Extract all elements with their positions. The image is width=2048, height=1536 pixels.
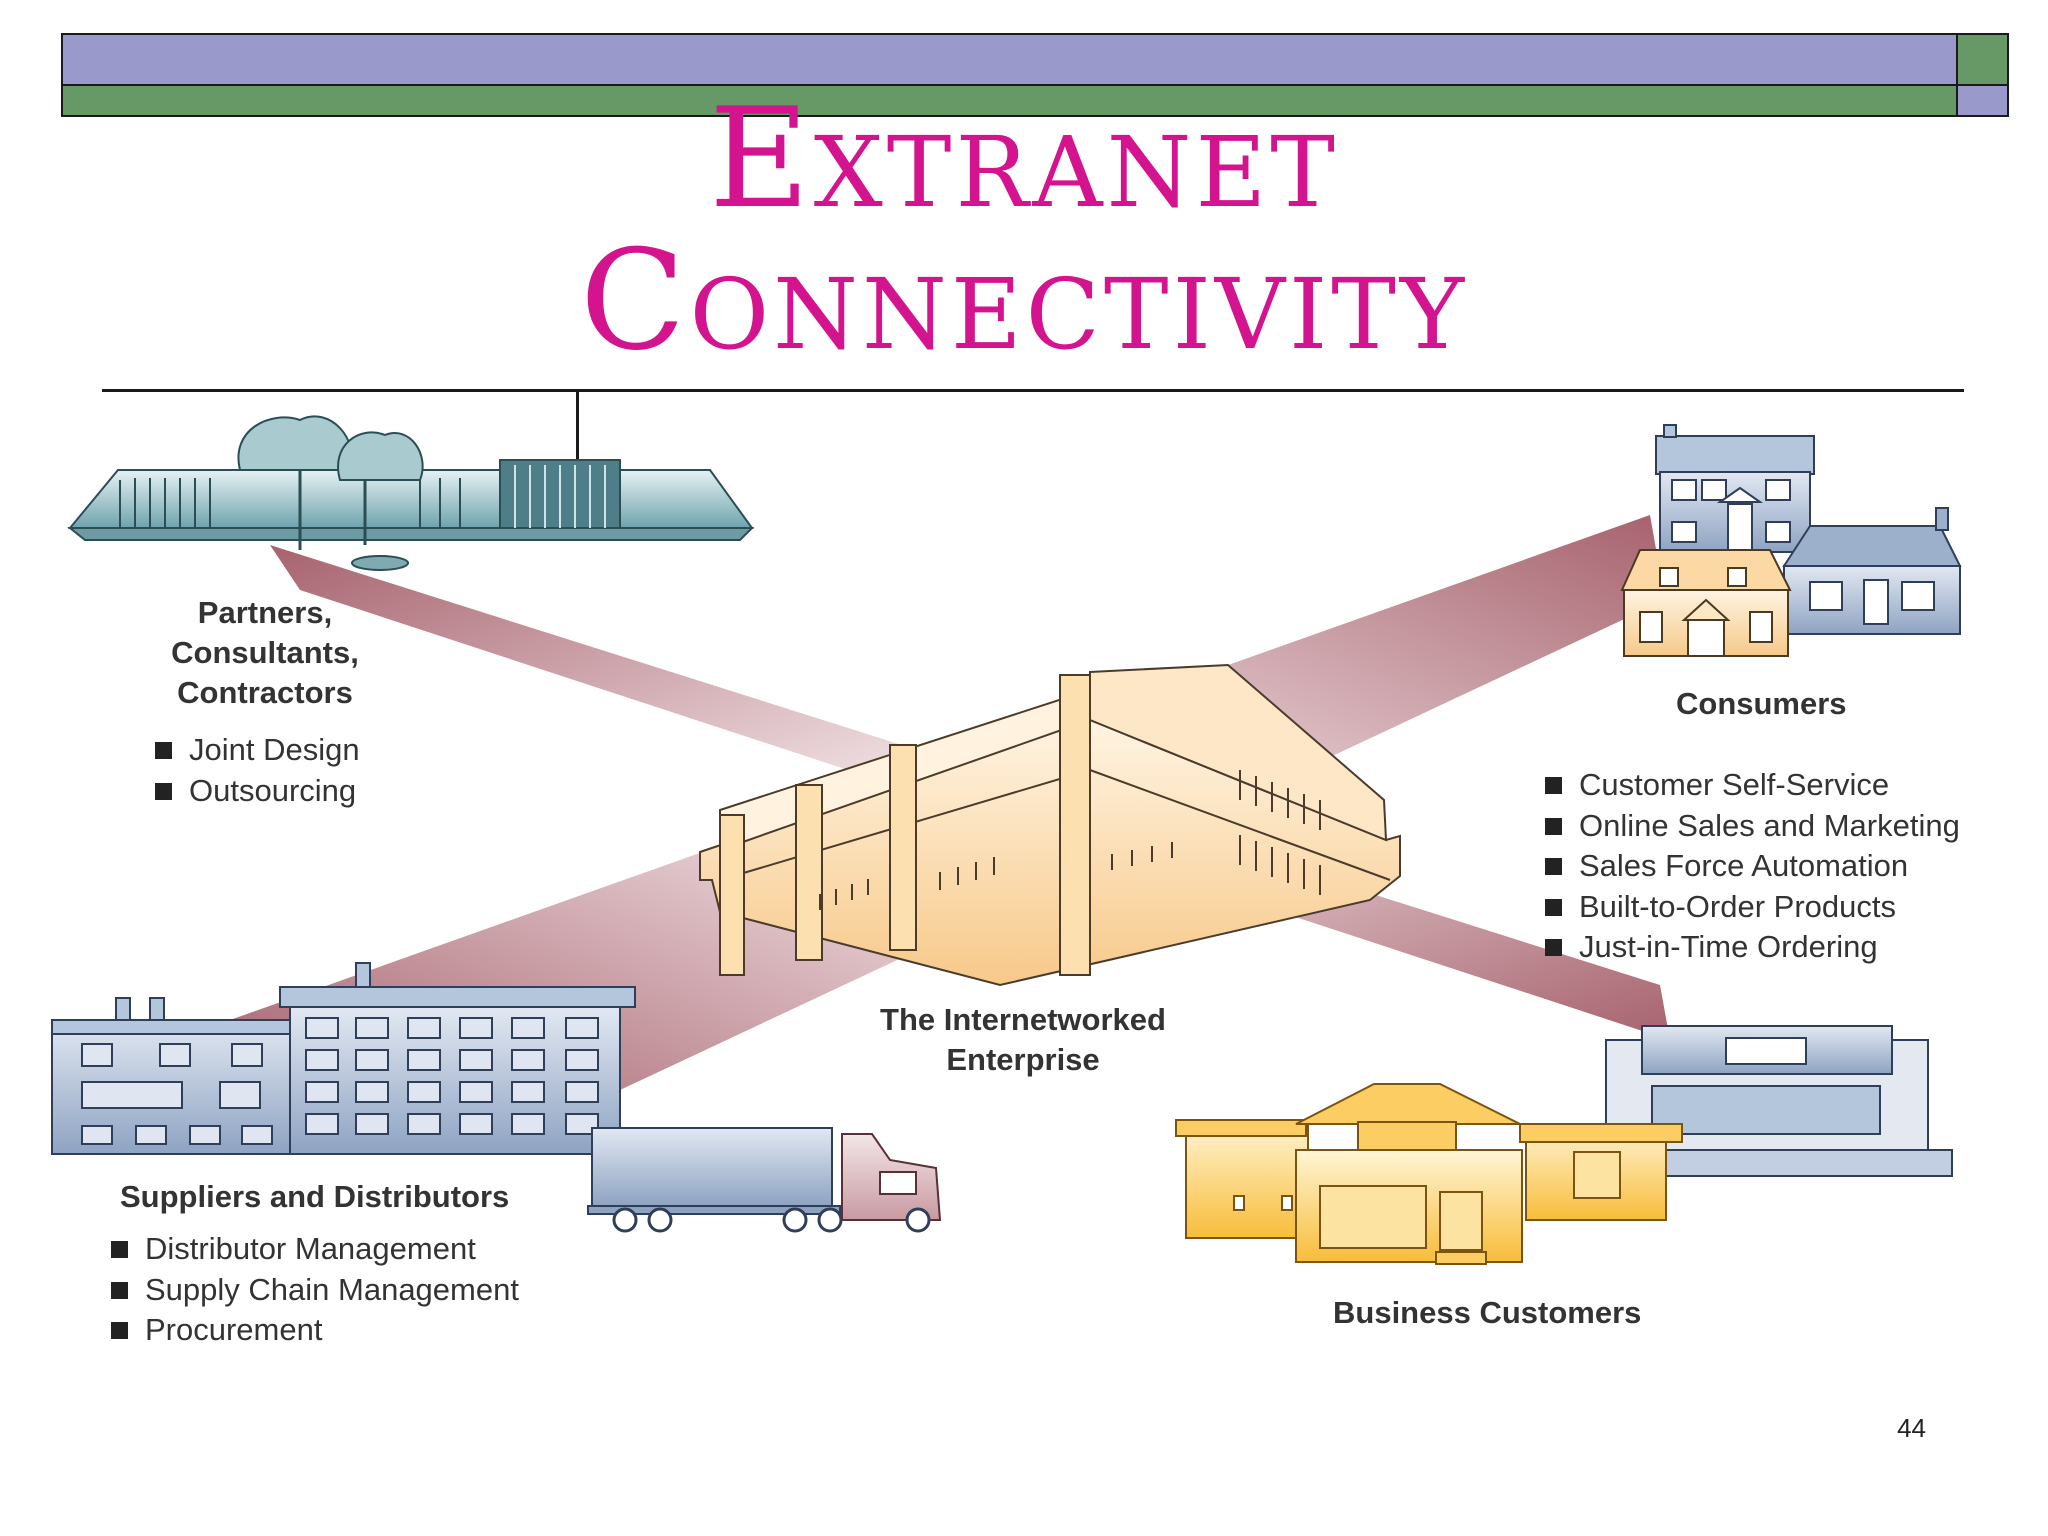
partners-item-outsourcing: Outsourcing [155,771,360,812]
business-customers-heading: Business Customers [1333,1295,1642,1330]
consumers-list: Customer Self-Service Online Sales and M… [1545,765,1960,968]
enterprise-heading: The Internetworked Enterprise [848,1000,1198,1080]
connector-line [576,390,579,460]
enterprise-heading-line2: Enterprise [946,1042,1100,1077]
slide-title-line1: Extranet [709,78,1339,239]
partners-heading-line3: Contractors [177,675,353,710]
page-number: 44 [1897,1413,1926,1443]
title-divider [102,389,1964,392]
partners-heading: Partners, Consultants, Contractors [140,593,390,713]
truck-icon [587,1127,942,1233]
partners-item-joint-design: Joint Design [155,730,360,771]
suppliers-heading: Suppliers and Distributors [120,1179,510,1214]
suppliers-list: Distributor Management Supply Chain Mana… [111,1229,519,1351]
consumers-houses-icon [1620,424,1962,657]
partners-heading-line2: Consultants, [171,635,359,670]
partners-list: Joint Design Outsourcing [155,730,360,811]
partners-heading-line1: Partners, [197,595,333,630]
consumers-item-online-sales: Online Sales and Marketing [1545,806,1960,847]
suppliers-building-icon [51,962,636,1155]
consumers-item-sales-force: Sales Force Automation [1545,846,1960,887]
suppliers-item-procurement: Procurement [111,1310,519,1351]
suppliers-item-supply-chain: Supply Chain Management [111,1270,519,1311]
header-bar-green [61,84,1958,117]
suppliers-item-distributor-management: Distributor Management [111,1229,519,1270]
header-corner-purple [1956,84,2009,117]
consumers-item-built-to-order: Built-to-Order Products [1545,887,1960,928]
partners-building-icon [67,415,755,571]
business-customers-icon [1175,1025,1953,1265]
slide-title-line2: Connectivity [579,220,1468,381]
consumers-heading: Consumers [1676,686,1847,721]
consumers-item-just-in-time: Just-in-Time Ordering [1545,927,1960,968]
consumers-item-self-service: Customer Self-Service [1545,765,1960,806]
enterprise-heading-line1: The Internetworked [880,1002,1166,1037]
enterprise-building-icon [699,663,1401,987]
